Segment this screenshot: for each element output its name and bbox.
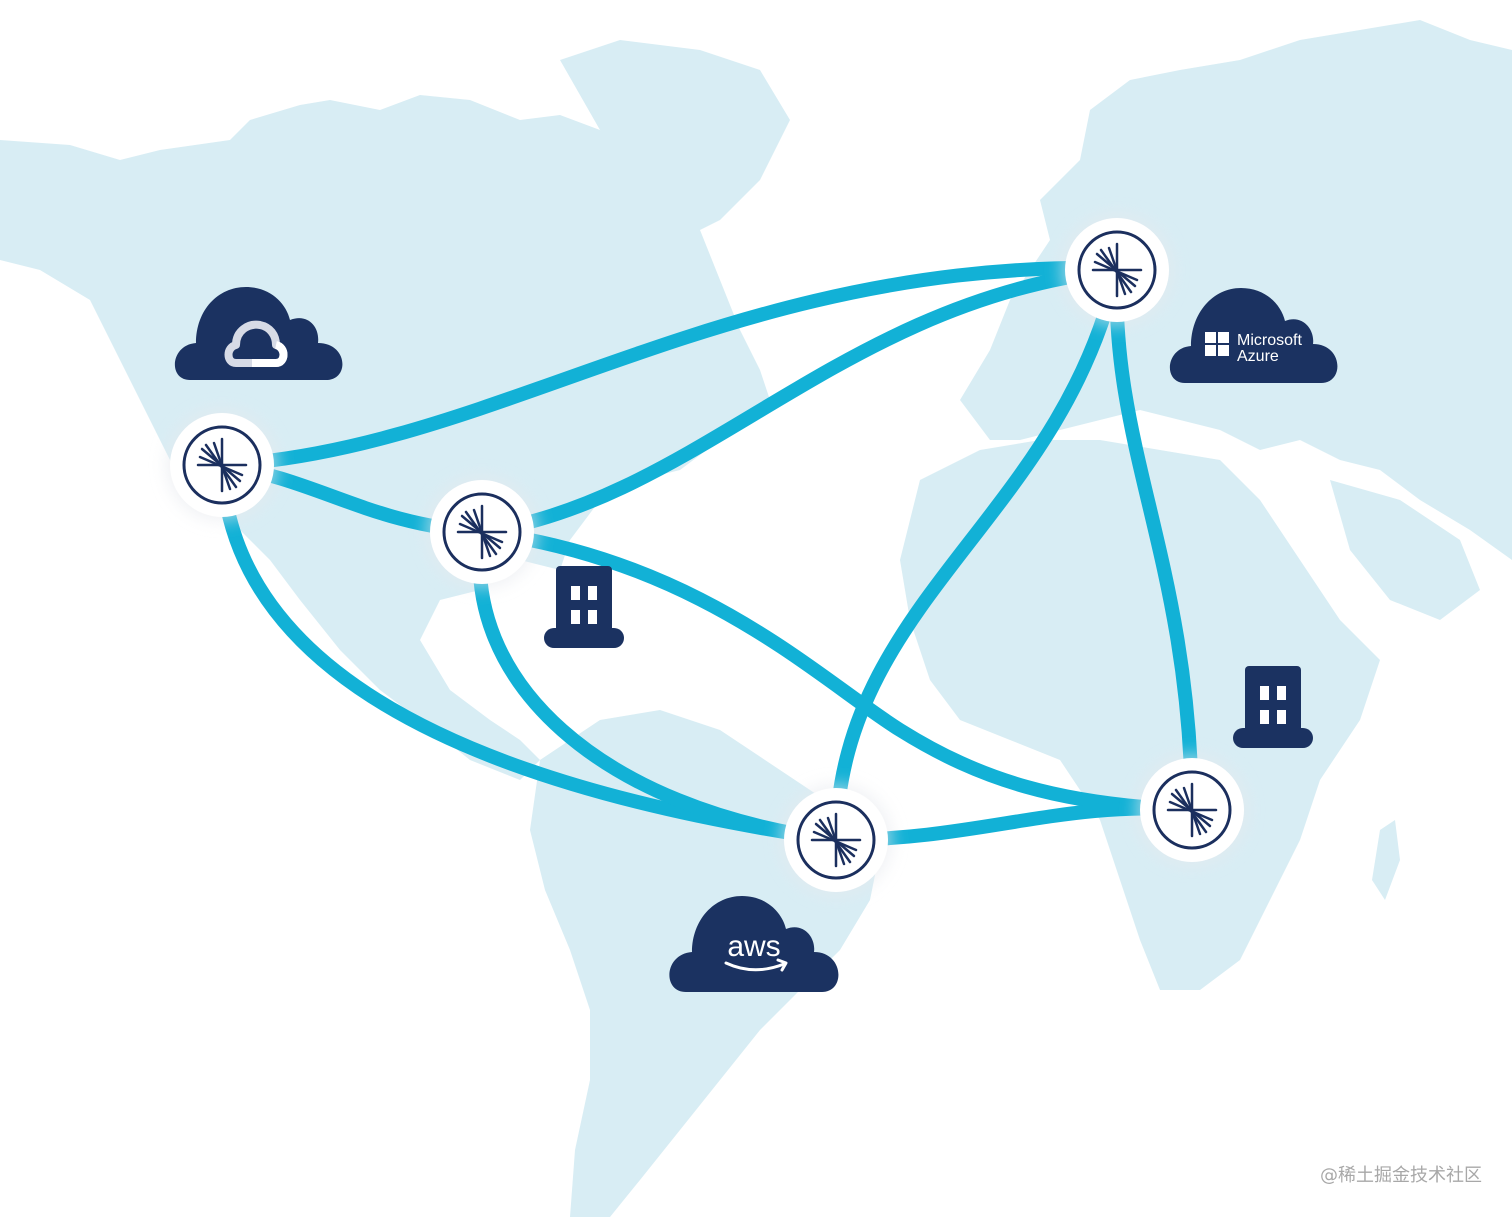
link-naeast-europe <box>475 263 1124 539</box>
amazon-smile-icon <box>724 961 786 972</box>
madagascar-landmass <box>1372 820 1400 900</box>
link-nawest-europe <box>215 260 1124 472</box>
link-europe-southamerica <box>829 263 1124 847</box>
starburst-icon <box>196 437 248 493</box>
starburst-icon <box>810 812 862 868</box>
link-naeast-southamerica <box>472 525 843 847</box>
starburst-icon <box>456 504 508 560</box>
building-icon[interactable] <box>1233 666 1313 748</box>
cloud-shape-icon <box>1169 288 1338 383</box>
node-europe[interactable] <box>1061 214 1173 326</box>
node-south-america[interactable] <box>780 784 892 896</box>
azure-label-line2: Azure <box>1237 348 1279 365</box>
starburst-icon <box>1091 242 1143 298</box>
aws-label: aws <box>727 930 780 963</box>
cloud-shape-icon <box>174 287 343 380</box>
world-map <box>0 20 1512 1217</box>
node-na-east[interactable] <box>426 476 538 588</box>
building-icon[interactable] <box>544 566 624 648</box>
link-naeast-africa <box>475 525 1199 817</box>
arabia-landmass <box>1330 480 1480 620</box>
google-cloud-icon <box>224 320 288 367</box>
starburst-icon <box>1166 782 1218 838</box>
greenland-landmass <box>560 40 790 240</box>
node-na-west[interactable] <box>166 409 278 521</box>
network-links <box>215 260 1199 847</box>
watermark: @稀土掘金技术社区 <box>1320 1165 1482 1186</box>
cloud-aws[interactable]: aws <box>669 896 839 992</box>
link-europe-africa <box>1109 263 1199 817</box>
network-nodes <box>166 214 1248 896</box>
azure-label-line1: Microsoft <box>1237 332 1302 349</box>
cloud-microsoft-azure[interactable]: Microsoft Azure <box>1169 288 1338 383</box>
windows-logo-icon <box>1205 332 1229 356</box>
cloud-shape-icon <box>669 896 839 992</box>
link-nawest-southamerica <box>215 458 843 847</box>
cloud-google-cloud[interactable] <box>174 287 343 380</box>
node-africa[interactable] <box>1136 754 1248 866</box>
africa-landmass <box>900 440 1380 990</box>
